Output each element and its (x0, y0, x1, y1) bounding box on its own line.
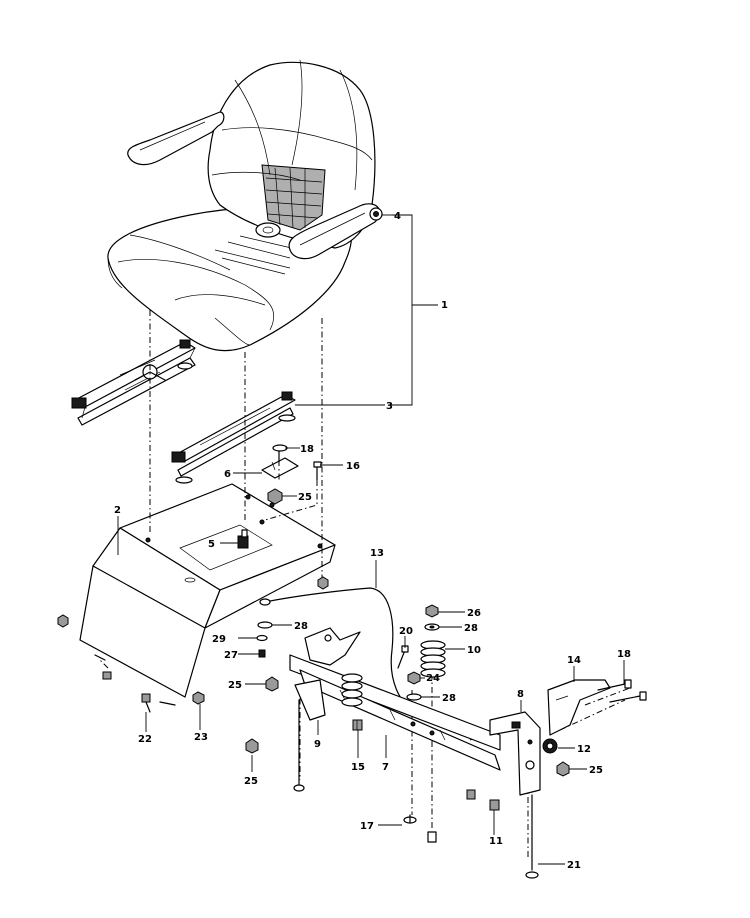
alignment-lines (99, 310, 631, 860)
callout-1: 1 (441, 300, 448, 311)
callout-9: 9 (314, 739, 321, 750)
callout-25-left: 25 (228, 680, 242, 691)
seat-pan (79, 483, 336, 706)
callout-15: 15 (351, 762, 365, 773)
bushing-12 (542, 738, 558, 754)
long-bolt-9 (293, 699, 305, 792)
callout-28-upper: 28 (464, 623, 478, 634)
callout-26: 26 (467, 608, 481, 619)
nut-25-pan (267, 488, 283, 505)
bolt-20 (397, 645, 409, 669)
bolt-16 (313, 461, 322, 481)
seat-rail-right (171, 391, 296, 484)
callout-25-bottom: 25 (244, 776, 258, 787)
nut-25-bottom (245, 738, 259, 754)
spring-on-frame (341, 673, 363, 707)
callout-13: 13 (370, 548, 384, 559)
callout-28-lower: 28 (442, 693, 456, 704)
clip-frame-end (466, 789, 476, 800)
nut-25-left-side (265, 676, 279, 692)
callout-16: 16 (346, 461, 360, 472)
bracket-14 (547, 679, 611, 736)
callout-28-left: 28 (294, 621, 308, 632)
callout-24: 24 (426, 673, 440, 684)
callout-6: 6 (224, 469, 231, 480)
callout-12: 12 (577, 744, 591, 755)
callout-20: 20 (399, 626, 413, 637)
callout-5: 5 (208, 539, 215, 550)
clip-11 (489, 799, 500, 811)
callout-21: 21 (567, 860, 581, 871)
nut-pan-left (57, 614, 69, 628)
seat-switch (237, 529, 249, 549)
hinge-bracket-9 (294, 627, 361, 721)
nut-23 (192, 691, 205, 705)
callout-22: 22 (138, 734, 152, 745)
callout-18-top: 18 (300, 444, 314, 455)
nut-pan-bottom (317, 576, 329, 590)
switch-bracket (261, 457, 299, 479)
seat-rail-left (71, 339, 196, 426)
callout-10: 10 (467, 645, 481, 656)
callout-8: 8 (517, 689, 524, 700)
callout-11: 11 (489, 836, 503, 847)
bolt-bottom-spring (427, 831, 437, 843)
callout-2: 2 (114, 505, 121, 516)
callout-17: 17 (360, 821, 374, 832)
bolt-17 (403, 814, 417, 824)
washer-28-left (257, 621, 273, 629)
washer-28-lower (406, 693, 422, 701)
callout-18-right: 18 (617, 649, 631, 660)
callout-7: 7 (382, 762, 389, 773)
spring-10 (420, 640, 446, 678)
bolt-21 (525, 794, 539, 879)
callout-3: 3 (386, 401, 393, 412)
nut-24 (407, 671, 421, 685)
callout-14: 14 (567, 655, 581, 666)
callout-23: 23 (194, 732, 208, 743)
bolt-left-pan (102, 671, 112, 680)
washer-29 (256, 634, 268, 642)
callout-25-pan: 25 (298, 492, 312, 503)
callout-29: 29 (212, 634, 226, 645)
nut-25-right (556, 761, 570, 777)
callout-25-right: 25 (589, 765, 603, 776)
washer-28-upper (424, 623, 440, 631)
bolt-18-right (597, 679, 647, 703)
nut-26 (425, 604, 439, 618)
leader-lines (117, 214, 625, 865)
callout-4: 4 (394, 211, 401, 222)
bolt-22 (141, 693, 151, 713)
callout-27: 27 (224, 650, 238, 661)
pin-27 (258, 649, 266, 658)
seat-cushion (107, 59, 383, 352)
bracket-8 (489, 711, 541, 796)
clip-15 (352, 719, 363, 731)
callout-labels: 4 1 3 18 16 6 25 2 5 13 26 28 28 20 29 1… (114, 211, 631, 871)
